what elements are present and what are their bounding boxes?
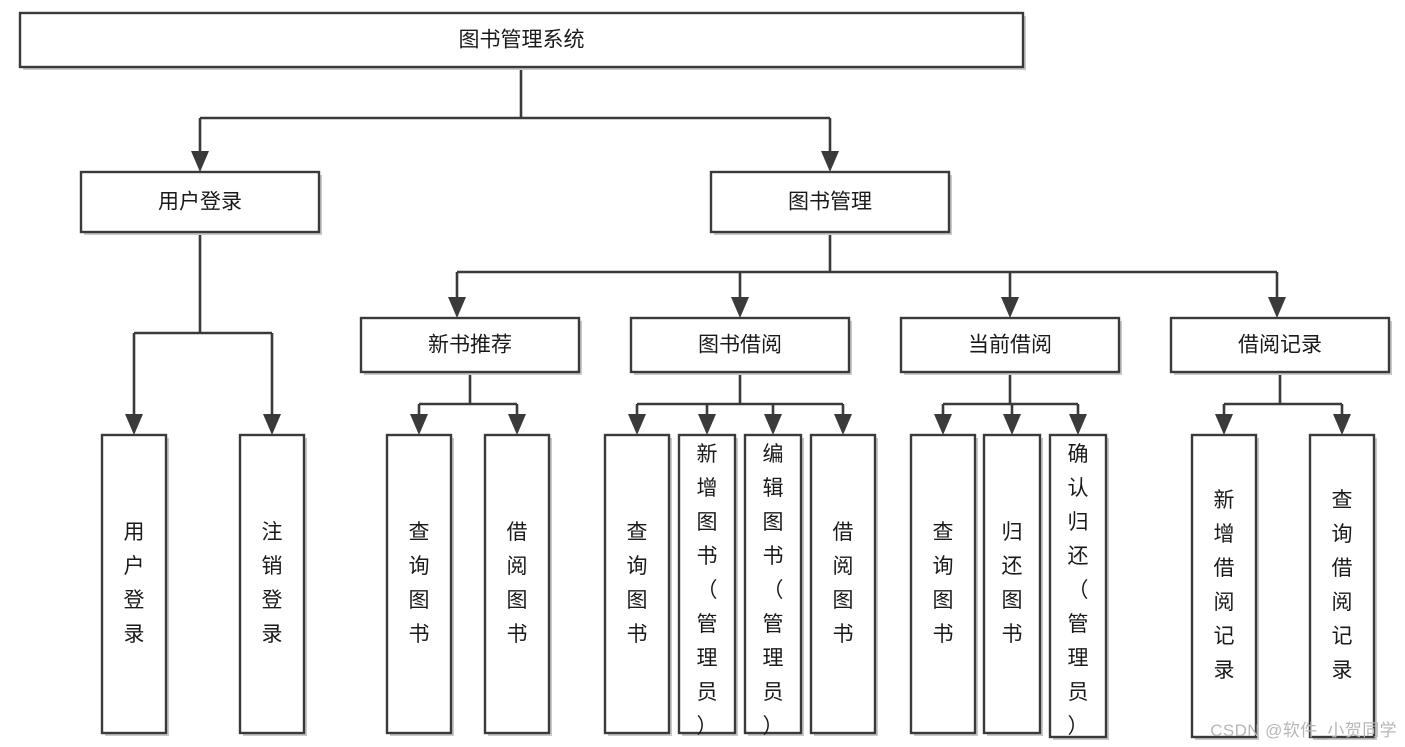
arrow-head	[1001, 297, 1019, 318]
connector-user-login-to-leaves	[125, 232, 281, 435]
node-book-borrow[interactable]: 图书借阅	[629, 316, 852, 375]
arrow-head	[1268, 297, 1286, 318]
node-box[interactable]	[603, 433, 671, 735]
node-label: 注销登录	[262, 521, 283, 646]
connectors-layer	[125, 67, 1351, 435]
node-box[interactable]	[359, 316, 581, 374]
node-leaf-query-borrow-record[interactable]: 查询借阅记录	[1308, 433, 1377, 740]
node-box[interactable]	[1308, 433, 1376, 739]
node-book-management[interactable]: 图书管理	[709, 170, 952, 235]
connector-root-to-level2	[191, 67, 839, 172]
nodes-layer: 图书管理系统用户登录图书管理新书推荐图书借阅当前借阅借阅记录用户登录注销登录查询…	[18, 11, 1392, 740]
node-borrow-records[interactable]: 借阅记录	[1169, 316, 1392, 375]
node-leaf-add-book-admin[interactable]: 新增图书（管理员）	[677, 433, 738, 738]
node-label: 确认归还（管理员）	[1068, 443, 1089, 738]
node-leaf-borrow-book[interactable]: 借阅图书	[809, 433, 878, 736]
node-box[interactable]	[1190, 433, 1258, 739]
node-box[interactable]	[385, 433, 453, 735]
node-label: 当前借阅	[968, 334, 1052, 357]
node-box[interactable]	[677, 433, 737, 735]
arrow-head	[1333, 414, 1351, 435]
node-label: 新增借阅记录	[1214, 489, 1235, 682]
connector-new-book-recommend-to-leaves	[410, 372, 526, 435]
node-box[interactable]	[909, 433, 977, 735]
node-root[interactable]: 图书管理系统	[18, 11, 1026, 70]
arrow-head	[1003, 414, 1021, 435]
arrow-head	[821, 151, 839, 172]
node-new-book-recommend[interactable]: 新书推荐	[359, 316, 582, 375]
node-label: 借阅图书	[833, 521, 854, 646]
node-leaf-add-borrow-record[interactable]: 新增借阅记录	[1190, 433, 1259, 740]
node-box[interactable]	[18, 11, 1025, 69]
node-leaf-edit-book-admin[interactable]: 编辑图书（管理员）	[743, 433, 804, 738]
arrow-head	[934, 414, 952, 435]
node-leaf-return-book[interactable]: 归还图书	[982, 433, 1043, 736]
connector-book-management-to-level3	[448, 232, 1286, 318]
connector-current-borrow-to-leaves	[934, 372, 1087, 435]
arrow-head	[125, 414, 143, 435]
arrow-head	[628, 414, 646, 435]
node-box[interactable]	[238, 433, 306, 735]
arrow-head	[764, 414, 782, 435]
node-leaf-query-book-current[interactable]: 查询图书	[909, 433, 978, 736]
node-leaf-user-login[interactable]: 用户登录	[100, 433, 169, 736]
node-box[interactable]	[982, 433, 1042, 735]
node-label: 查询图书	[933, 521, 954, 646]
node-label: 图书管理系统	[459, 29, 585, 52]
node-leaf-borrow-book-recommend[interactable]: 借阅图书	[483, 433, 552, 736]
node-box[interactable]	[899, 316, 1121, 374]
node-box[interactable]	[1048, 433, 1108, 739]
node-box[interactable]	[709, 170, 951, 234]
connector-book-borrow-to-leaves	[628, 372, 852, 435]
arrow-head	[1069, 414, 1087, 435]
node-label: 图书管理	[788, 191, 872, 214]
node-box[interactable]	[629, 316, 851, 374]
arrow-head	[410, 414, 428, 435]
node-label: 归还图书	[1002, 521, 1023, 646]
node-label: 查询借阅记录	[1332, 489, 1353, 682]
node-box[interactable]	[100, 433, 168, 735]
arrow-head	[1215, 414, 1233, 435]
node-label: 用户登录	[124, 521, 145, 646]
arrow-head	[263, 414, 281, 435]
node-box[interactable]	[1169, 316, 1391, 374]
node-leaf-confirm-return-admin[interactable]: 确认归还（管理员）	[1048, 433, 1109, 740]
node-label: 编辑图书（管理员）	[763, 443, 784, 738]
node-label: 用户登录	[158, 191, 242, 214]
arrow-head	[508, 414, 526, 435]
node-box[interactable]	[483, 433, 551, 735]
arrow-head	[731, 297, 749, 318]
node-label: 新书推荐	[428, 334, 512, 357]
node-current-borrow[interactable]: 当前借阅	[899, 316, 1122, 375]
node-label: 新增图书（管理员）	[697, 443, 718, 738]
node-leaf-query-book-borrow[interactable]: 查询图书	[603, 433, 672, 736]
arrow-head	[834, 414, 852, 435]
node-box[interactable]	[743, 433, 803, 735]
node-label: 借阅图书	[507, 521, 528, 646]
node-box[interactable]	[79, 170, 321, 234]
node-leaf-logout[interactable]: 注销登录	[238, 433, 307, 736]
connector-borrow-records-to-leaves	[1215, 372, 1351, 435]
node-label: 借阅记录	[1238, 334, 1322, 357]
node-leaf-query-book-recommend[interactable]: 查询图书	[385, 433, 454, 736]
node-label: 查询图书	[409, 521, 430, 646]
arrow-head	[191, 151, 209, 172]
node-box[interactable]	[809, 433, 877, 735]
node-label: 图书借阅	[698, 334, 782, 357]
arrow-head	[698, 414, 716, 435]
arrow-head	[448, 297, 466, 318]
node-user-login[interactable]: 用户登录	[79, 170, 322, 235]
node-label: 查询图书	[627, 521, 648, 646]
